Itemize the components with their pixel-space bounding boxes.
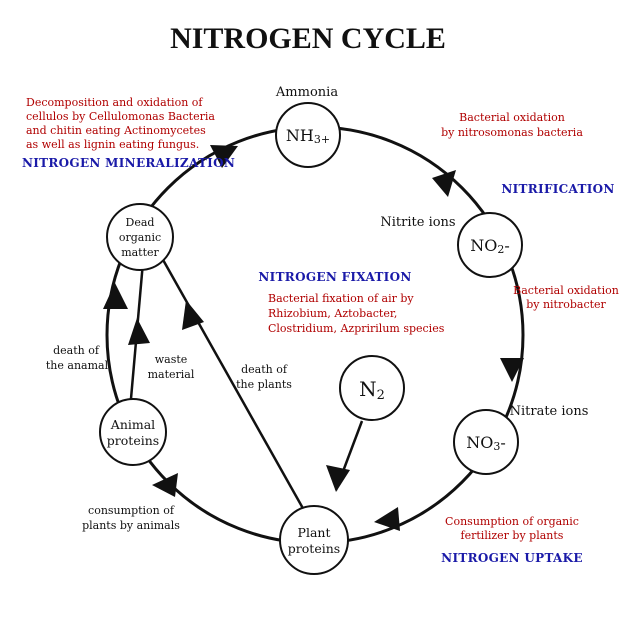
mineralization-heading: NITROGEN MINERALIZATION — [22, 156, 235, 170]
death-of-plants-line — [160, 257, 307, 513]
consumption-label-1: consumption of — [88, 504, 175, 517]
dead-line2: organic — [119, 231, 161, 244]
arrow-consumption — [152, 473, 178, 497]
mineralization-line-1: Decomposition and oxidation of — [26, 96, 203, 109]
death-plants-label-2: the plants — [236, 378, 292, 391]
fixation-line-2: Rhizobium, Aztobacter, — [268, 307, 397, 320]
nitrate-node — [453, 409, 519, 475]
uptake-line-1: Consumption of organic — [445, 515, 579, 528]
mineralization-line-2: cellulos by Cellulomonas Bacteria — [26, 110, 215, 123]
dead-line3: matter — [121, 246, 159, 259]
arrow-uptake — [374, 507, 400, 531]
arrow-fixation — [326, 465, 350, 492]
plant-proteins-node — [279, 505, 349, 575]
animal-line2: proteins — [107, 433, 159, 448]
uptake-heading: NITROGEN UPTAKE — [441, 551, 583, 565]
consumption-label-2: plants by animals — [82, 519, 180, 532]
mineralization-line-4: as well as lignin eating fungus. — [26, 138, 199, 151]
ammonia-node — [275, 102, 341, 168]
nitrite-formula: NO2- — [470, 236, 510, 256]
n2-node — [339, 355, 405, 421]
uptake-line-2: fertilizer by plants — [461, 529, 564, 542]
nitrite-node — [457, 212, 523, 278]
nitrification-heading: NITRIFICATION — [501, 182, 614, 196]
arrow-nitrification-top — [432, 170, 456, 197]
nitrification-bottom-line-2: by nitrobacter — [526, 298, 606, 311]
nitrification-top-line-2: by nitrosomonas bacteria — [441, 126, 583, 139]
nitrification-top-line-1: Bacterial oxidation — [459, 111, 565, 124]
plant-line2: proteins — [288, 541, 340, 556]
nitrification-bottom-line-1: Bacterial oxidation — [513, 284, 619, 297]
waste-label-1: waste — [155, 353, 188, 366]
fixation-line-3: Clostridium, Azpririlum species — [268, 322, 445, 335]
fixation-line-1: Bacterial fixation of air by — [268, 292, 414, 305]
page-title: NITROGEN CYCLE — [170, 22, 446, 55]
arrow-mineralization — [210, 145, 238, 168]
animal-proteins-node — [99, 398, 167, 466]
dead-line1: Dead — [126, 216, 155, 229]
death-animal-label-2: the anamal — [46, 359, 109, 372]
nitrite-caption: Nitrite ions — [380, 215, 455, 230]
dead-organic-matter-node — [106, 203, 174, 271]
waste-label-2: material — [148, 368, 195, 381]
death-plants-label-1: death of — [241, 363, 288, 376]
nitrate-formula: NO3- — [466, 433, 506, 453]
arrow-waste — [128, 318, 150, 345]
ammonia-formula: NH3+ — [286, 126, 330, 146]
ammonia-caption: Ammonia — [275, 85, 338, 100]
n2-formula: N2 — [359, 377, 385, 403]
arrow-death-animal — [103, 283, 128, 309]
plant-line1: Plant — [298, 525, 331, 540]
nitrate-caption: Nitrate ions — [510, 404, 589, 419]
arrow-nitrification-bottom — [500, 358, 524, 382]
animal-line1: Animal — [110, 417, 155, 432]
death-animal-label-1: death of — [53, 344, 100, 357]
fixation-heading: NITROGEN FIXATION — [258, 270, 411, 284]
mineralization-line-3: and chitin eating Actinomycetes — [26, 124, 206, 137]
arrow-death-plants — [182, 300, 204, 330]
